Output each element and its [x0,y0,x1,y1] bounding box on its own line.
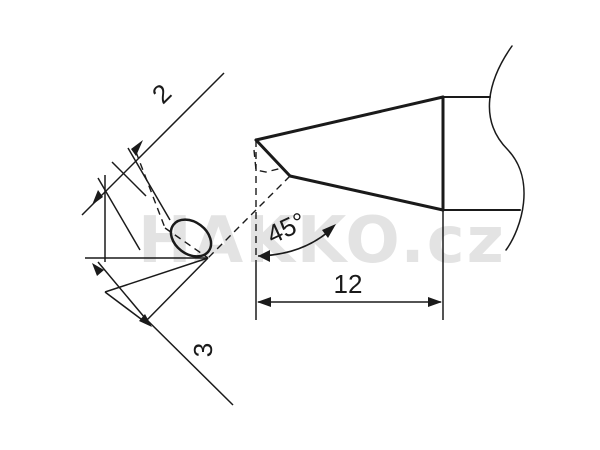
construction-lines [135,140,291,262]
length-arrow-left [257,297,271,307]
break-line [488,45,525,251]
height-dimension-line [144,317,234,406]
face-center-dash [164,227,209,259]
width-extension-top [127,147,171,221]
angle-arrow-left [258,250,270,262]
height-arrow-upper [92,263,104,276]
height-dimension-stem [97,261,146,319]
width-arrow-lower [92,190,103,205]
bevel-projection-line [207,175,291,259]
width-arrow-upper [131,140,143,156]
face-dimension-arrows [92,140,152,327]
height-extension-right [104,257,209,293]
face-dimension-lines [81,72,234,406]
tip-bevel-edge [254,138,292,178]
dimension-label-height: 3 [188,343,218,357]
length-dimension [255,210,444,320]
dimension-label-length: 12 [334,269,363,299]
length-arrow-right [428,297,442,307]
tip-bottom-edge [288,174,445,212]
axis-dash-line [253,149,283,173]
height-arrow-lower [139,314,152,327]
face-box-right [144,257,209,323]
tip-top-edge [254,95,445,142]
face-box-bottom [104,291,146,323]
tip-face-ellipse [169,218,213,258]
tip-profile [254,45,525,251]
face-diagonal-dash [135,151,166,229]
angle-arrow-right [322,224,336,238]
dimension-label-width: 2 [146,78,177,109]
angle-arrows [258,224,336,262]
length-arrows [257,297,442,307]
face-box-top [111,161,147,197]
watermark: HAKKO.cz [138,204,506,278]
